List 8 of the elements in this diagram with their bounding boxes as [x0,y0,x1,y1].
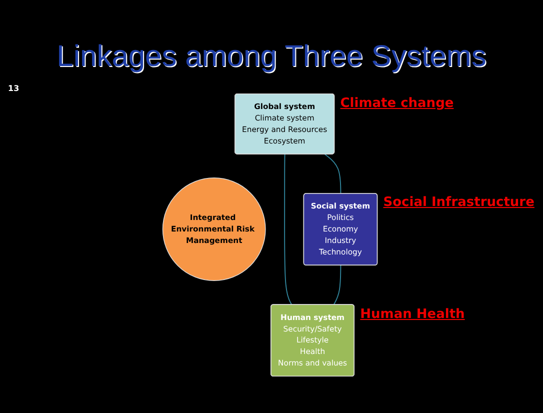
caption-label: Climate change [340,96,454,111]
connector [324,154,342,194]
connector [284,154,292,306]
caption-label: Social Infrastructure [383,195,534,210]
connector [333,264,342,306]
title: Linkages among Three Systems [56,40,486,74]
caption-label: Human Health [360,306,465,322]
slide-number: 13 [8,84,20,93]
